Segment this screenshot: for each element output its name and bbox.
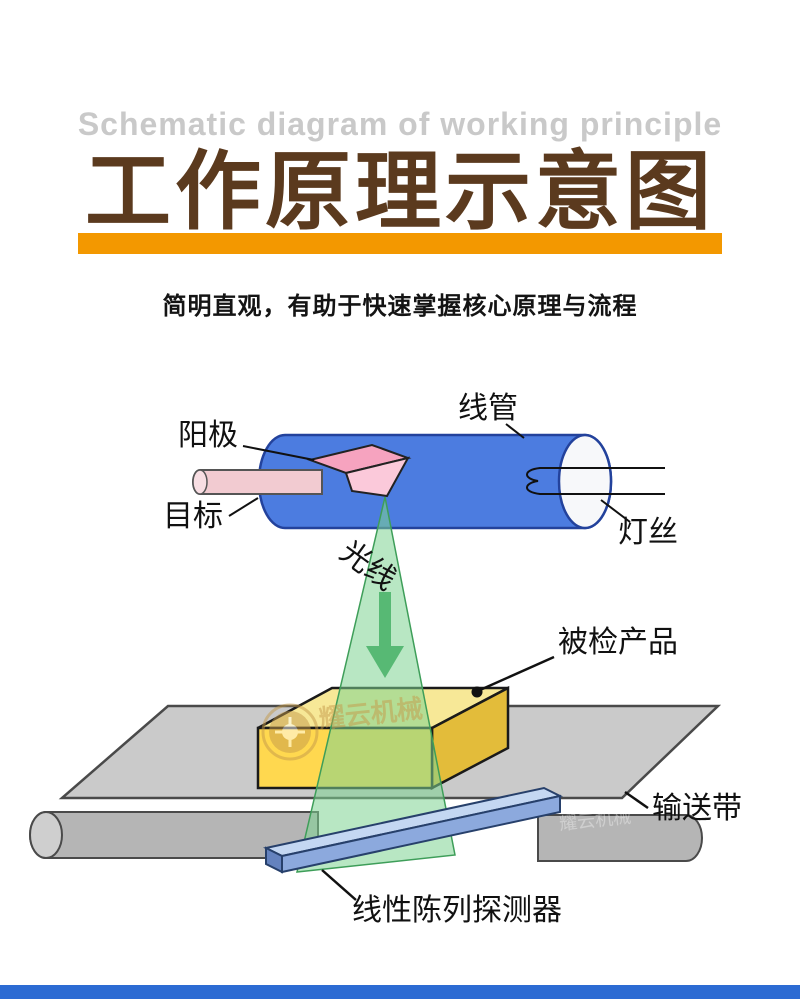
subtitle: 简明直观，有助于快速掌握核心原理与流程 [162,293,638,320]
leader-line-detector [321,869,357,901]
target-rod-cap [192,469,208,495]
leader-line-filament [600,499,631,523]
footer-blue-bar [0,985,800,999]
detector-end-cap [265,846,283,874]
leader-line-product [479,655,555,692]
header: Schematic diagram of working principle 工… [0,0,800,321]
roller-left-cap [29,811,63,859]
xray-tube [192,433,665,530]
label-anode: 阳极 [178,419,238,452]
title-english: Schematic diagram of working principle [77,106,723,142]
anode-face [344,456,410,498]
watermark-badge-spokes [275,717,305,747]
product-pointer-dot [471,686,483,698]
linear-array-detector [263,786,563,874]
filament-wire [526,467,665,495]
label-detector: 线性陈列探测器 [352,894,562,927]
beam-direction-arrow [366,592,404,678]
label-tube: 线管 [458,392,518,425]
title-underline-bar [78,233,722,254]
brand-watermark: 耀云机械 [261,693,424,761]
leader-line-conveyor [624,790,649,810]
label-conveyor: 输送带 [652,792,742,825]
target-rod [192,469,323,495]
tube-open-end [557,433,613,530]
leader-line-target [228,497,259,517]
working-principle-diagram: 耀云机械 [29,392,742,927]
diagram-labels: 线管 阳极 目标 灯丝 光线 被检产品 输送带 线性陈列探测器 [163,392,742,927]
leader-line-tube [505,423,525,439]
leader-line-anode [242,445,315,461]
xray-beam [296,496,456,873]
roller-right [537,814,703,862]
label-target: 目标 [163,500,223,533]
watermark-badge-ring [261,703,319,761]
label-product: 被检产品 [558,626,678,659]
title-chinese: 工作原理示意图 [85,144,715,240]
beam-cone [296,496,456,873]
